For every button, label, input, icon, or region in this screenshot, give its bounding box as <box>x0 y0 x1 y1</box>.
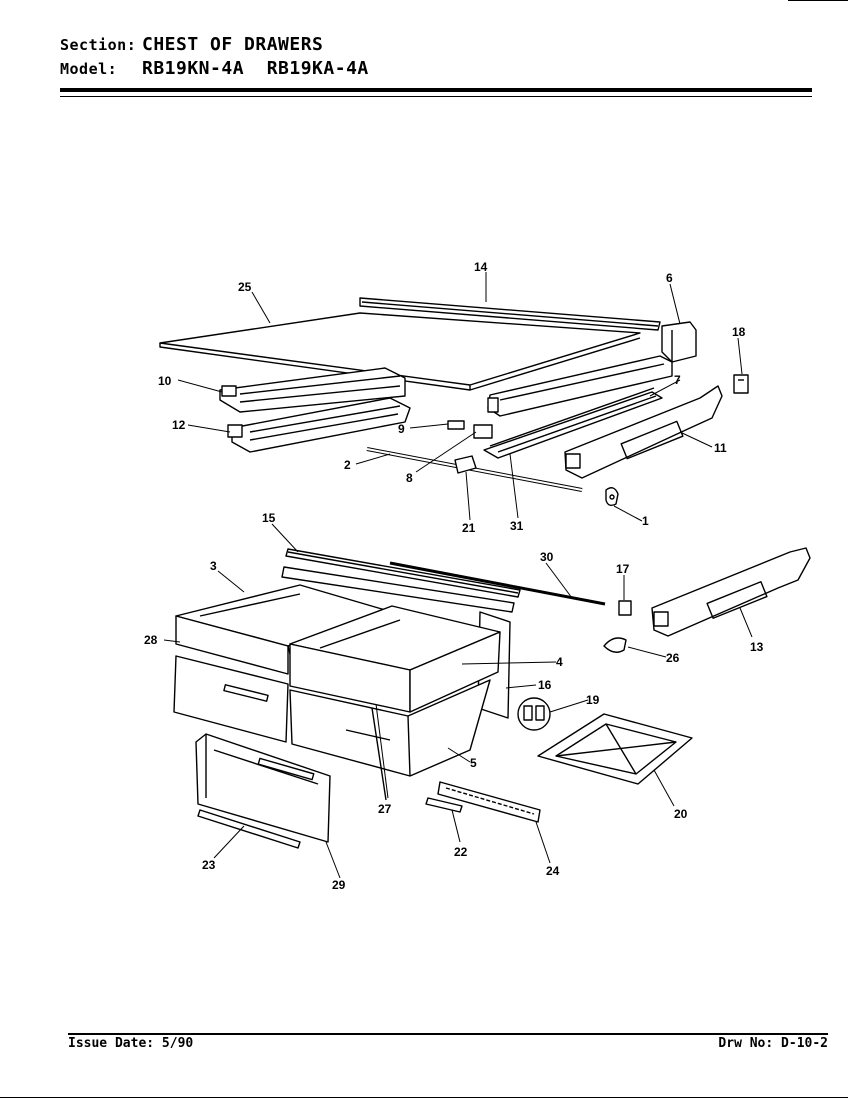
left-upper-rail-part <box>219 367 406 413</box>
callout-24: 24 <box>546 864 560 878</box>
left-support-bracket-part <box>651 547 811 637</box>
callout-8: 8 <box>406 471 413 485</box>
guide-rail-part <box>483 387 663 459</box>
leader-lines <box>163 272 753 879</box>
model-value: RB19KN-4A RB19KA-4A <box>142 58 369 79</box>
callout-4: 4 <box>556 655 563 669</box>
model-line: Model: RB19KN-4A RB19KA-4A <box>60 58 369 82</box>
section-line: Section: CHEST OF DRAWERS <box>60 34 369 58</box>
callout-13: 13 <box>750 640 764 654</box>
model-key: Model: <box>60 60 118 78</box>
clip-part-8 <box>473 424 493 439</box>
callout-16: 16 <box>538 678 552 692</box>
callout-21: 21 <box>462 521 476 535</box>
drawing-number: Drw No: D-10-2 <box>718 1036 828 1051</box>
callout-18: 18 <box>732 325 746 339</box>
drawer-guide-part <box>371 707 387 801</box>
top-edge-mark <box>788 0 848 1</box>
bottom-edge-line <box>0 1097 848 1098</box>
left-lower-rail-part <box>227 397 411 453</box>
callout-1: 1 <box>642 514 649 528</box>
callout-7: 7 <box>674 373 681 387</box>
clip-part-18 <box>733 374 749 394</box>
header-rule-thin <box>60 96 812 97</box>
title-block: Section: CHEST OF DRAWERS Model: RB19KN-… <box>60 34 369 82</box>
callout-6: 6 <box>666 271 673 285</box>
left-upper-drawer-part <box>175 584 393 675</box>
double-clip-part <box>517 697 551 731</box>
callout-3: 3 <box>210 559 217 573</box>
rear-trim-strip-part <box>359 297 661 331</box>
right-support-bracket-part <box>564 385 723 479</box>
footer: Issue Date: 5/90 Drw No: D-10-2 <box>68 1036 828 1051</box>
callout-31: 31 <box>510 519 524 533</box>
cover-front-strip-part <box>281 548 521 613</box>
header-rule-thick <box>60 88 812 92</box>
footer-rule <box>68 1033 828 1035</box>
callout-25: 25 <box>238 280 252 294</box>
front-strip-part <box>197 809 301 849</box>
callout-9: 9 <box>398 422 405 436</box>
right-lower-drawer-part <box>289 679 491 777</box>
callout-14: 14 <box>474 260 488 274</box>
callout-23: 23 <box>202 858 216 872</box>
tray-frame-part <box>537 713 693 785</box>
callout-11: 11 <box>714 441 727 455</box>
right-upper-drawer-part <box>289 605 501 713</box>
right-shelf-rail-part <box>487 355 673 417</box>
small-bar-part <box>425 797 463 813</box>
left-lower-drawer-part <box>173 655 289 743</box>
callout-29: 29 <box>332 878 346 892</box>
callout-19: 19 <box>586 693 600 707</box>
section-key: Section: <box>60 36 137 54</box>
drawer-front-panel-part <box>195 733 331 843</box>
cam-part-26 <box>603 637 627 653</box>
cam-part <box>605 487 619 507</box>
slide-rail-part <box>437 781 541 823</box>
section-value: CHEST OF DRAWERS <box>142 34 324 55</box>
rod-part <box>366 447 583 492</box>
callout-12: 12 <box>172 418 186 432</box>
callout-22: 22 <box>454 845 468 859</box>
stop-block-part <box>454 455 477 474</box>
callout-28: 28 <box>144 633 158 647</box>
end-cap-part <box>661 321 697 363</box>
callout-26: 26 <box>666 651 680 665</box>
callout-27: 27 <box>378 802 392 816</box>
callout-15: 15 <box>262 511 276 525</box>
issue-date: Issue Date: 5/90 <box>68 1036 194 1051</box>
callout-17: 17 <box>616 562 630 576</box>
callout-10: 10 <box>158 374 172 388</box>
callout-30: 30 <box>540 550 554 564</box>
clip-part-17 <box>618 600 632 616</box>
callout-2: 2 <box>344 458 351 472</box>
clip-part-9 <box>447 420 465 430</box>
callout-20: 20 <box>674 807 688 821</box>
rear-rod-part <box>389 561 606 606</box>
callout-5: 5 <box>470 756 477 770</box>
callout-labels: 14 25 6 18 10 7 12 9 11 2 8 21 31 1 15 3… <box>144 260 764 892</box>
